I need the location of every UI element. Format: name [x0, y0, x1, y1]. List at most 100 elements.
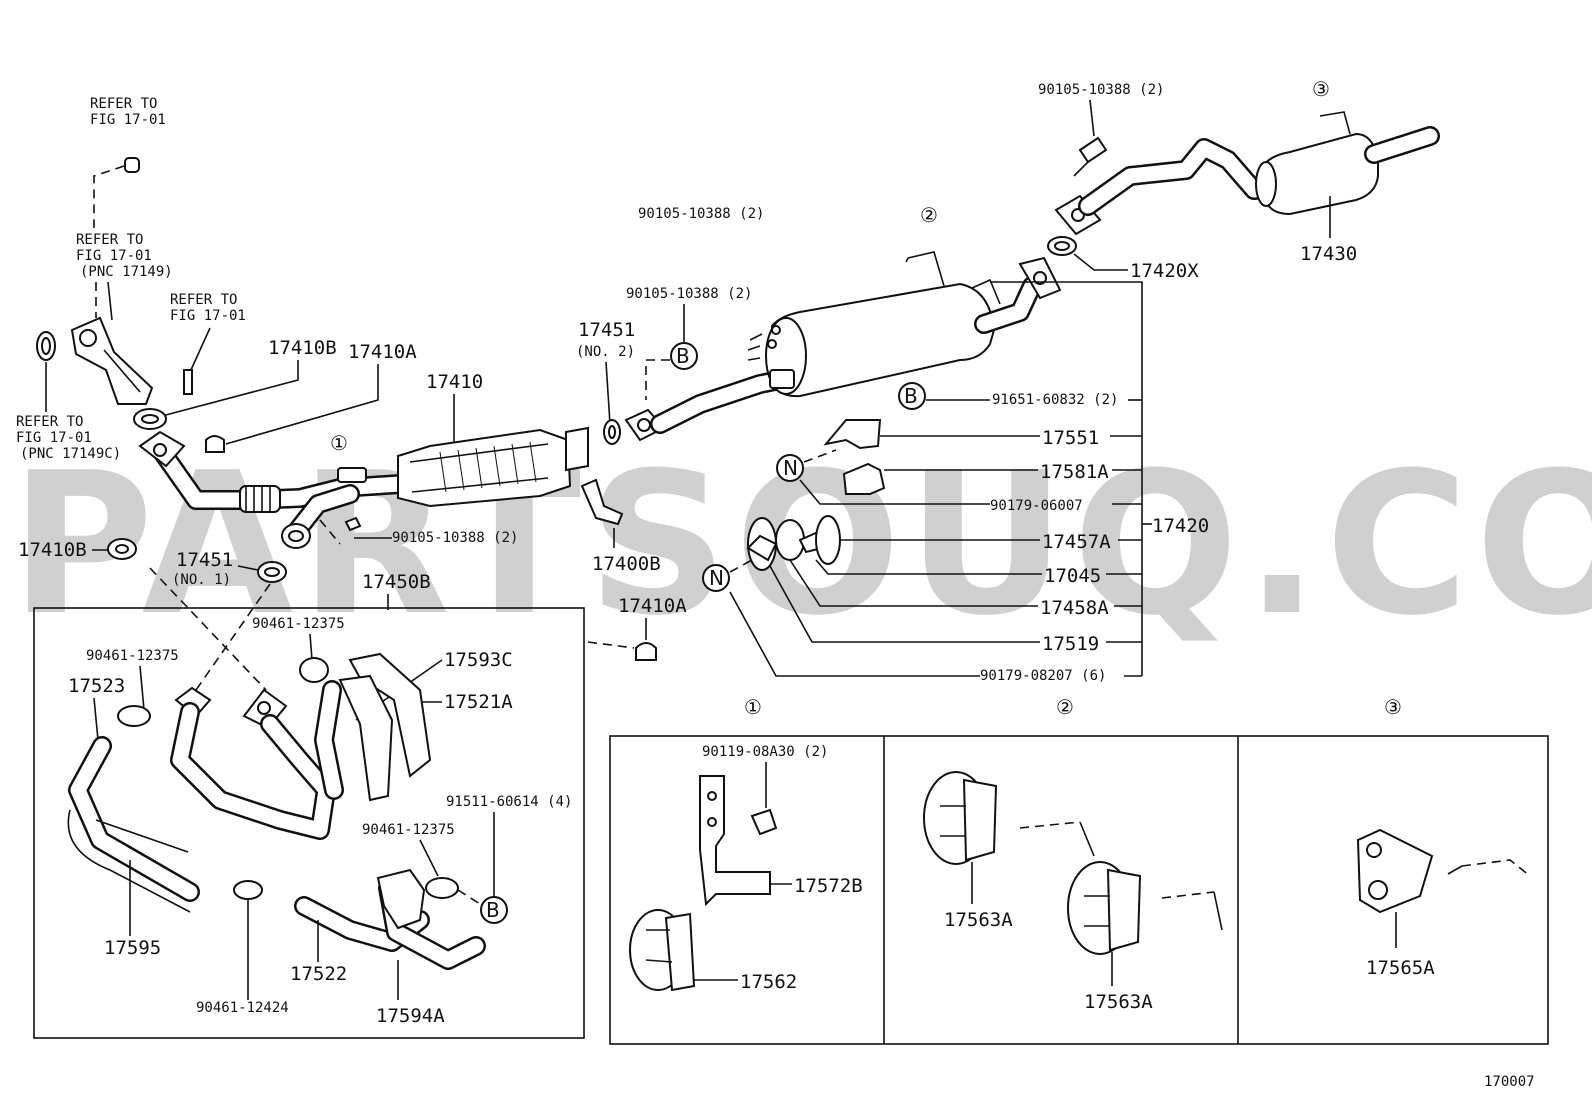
- leader-17420X: [1073, 253, 1128, 271]
- label-17593C: 17593C: [444, 649, 513, 671]
- gasket-nut-part: [124, 157, 140, 173]
- label-17457A: 17457A: [1042, 531, 1111, 553]
- label-17595: 17595: [104, 937, 161, 959]
- refer-left: REFER TO FIG 17-01 (PNC 17149C): [16, 414, 121, 462]
- gasket-17451-no2-hole: [608, 425, 616, 439]
- callout-2-box: ②: [1056, 695, 1074, 719]
- callout-1-box: ①: [744, 695, 762, 719]
- nut-17410A-part: [205, 435, 225, 453]
- leader-17045: [815, 559, 1042, 575]
- leader-17410B-top: [161, 360, 299, 417]
- hanger-17563A-b-part: [1067, 861, 1142, 955]
- leader-17458A: [789, 559, 1038, 607]
- label-90461-12375-b: 90461-12375: [86, 648, 179, 664]
- bracket-17420: [990, 281, 1143, 676]
- callout-b-2-text: B: [904, 384, 918, 408]
- bolt-right-shank: [1073, 161, 1089, 177]
- callout-n-1: [776, 454, 804, 482]
- hanger-17565A-part: [1356, 828, 1434, 914]
- refer-stud: REFER TO FIG 17-01: [170, 292, 246, 324]
- rod-b: [1213, 891, 1223, 931]
- leader-90461-12375-a: [309, 633, 313, 661]
- label-17522: 17522: [290, 963, 347, 985]
- label-17410A-top: 17410A: [348, 341, 417, 363]
- rod-b-dash: [1161, 891, 1215, 899]
- leader-17451-no1: [237, 565, 259, 571]
- label-17451-no1-sub: (NO. 1): [172, 572, 231, 588]
- detail-box-left: [33, 607, 585, 1039]
- label-90179-08207: 90179-08207 (6): [980, 668, 1106, 684]
- label-91651: 91651-60832 (2): [992, 392, 1118, 408]
- label-17400B: 17400B: [592, 553, 661, 575]
- gasket-left-hole: [41, 337, 51, 355]
- detail-box-right: [609, 735, 1549, 1045]
- label-90179-06007: 90179-06007: [990, 498, 1083, 514]
- label-17521A: 17521A: [444, 691, 513, 713]
- gasket-17410B-left-hole: [115, 544, 129, 554]
- tail-pipe-part: [1054, 111, 1440, 236]
- label-17410B-top: 17410B: [268, 337, 337, 359]
- leader-box-dash-2: [195, 583, 271, 691]
- label-17420: 17420: [1152, 515, 1209, 537]
- refer-mid: REFER TO FIG 17-01 (PNC 17149): [76, 232, 173, 280]
- refer-stud-line1: REFER TO: [170, 292, 237, 308]
- clamp-a-part: [299, 657, 329, 683]
- rod-c-dash: [1461, 859, 1531, 877]
- leader-b-1: [645, 359, 670, 400]
- leader-bolt-right: [1089, 99, 1095, 137]
- leader-17451-no2: [605, 361, 611, 425]
- stud-part: [183, 369, 193, 395]
- gasket-17457A-part: [815, 515, 841, 565]
- label-17450B: 17450B: [362, 571, 431, 593]
- refer-mid-line1: REFER TO: [76, 232, 143, 248]
- gasket-17420X-hole: [1054, 241, 1070, 251]
- gasket-17410B-hole: [141, 414, 159, 424]
- label-90461-12375-a: 90461-12375: [252, 616, 345, 632]
- diagram-code: 170007: [1484, 1074, 1535, 1090]
- label-17572B: 17572B: [794, 875, 863, 897]
- nut-17410A-mid-part: [635, 642, 657, 661]
- label-17563A-a: 17563A: [944, 909, 1013, 931]
- label-17562: 17562: [740, 971, 797, 993]
- label-bolt-top-mid: 90105-10388 (2): [626, 286, 752, 302]
- leader-17523: [93, 697, 99, 741]
- heat-insulator-17551-part: [823, 419, 882, 450]
- callout-2-main: ②: [920, 203, 938, 227]
- label-17420X: 17420X: [1130, 260, 1199, 282]
- label-17430: 17430: [1300, 243, 1357, 265]
- label-17410B-left: 17410B: [18, 539, 87, 561]
- leader-17519: [769, 565, 1040, 643]
- label-17458A: 17458A: [1040, 597, 1109, 619]
- plug-17581A-part: [842, 462, 886, 495]
- leader-refer-top: [93, 165, 125, 228]
- clamp-90461-12424-part: [233, 880, 263, 900]
- leader-n-2: [729, 559, 753, 573]
- rod-c: [1447, 865, 1463, 875]
- catalytic-converter-part: [397, 426, 589, 508]
- leader-90461-12375-c: [419, 839, 439, 877]
- refer-left-line2: FIG 17-01: [16, 430, 92, 446]
- label-17563A-b: 17563A: [1084, 991, 1153, 1013]
- callout-n-2: [702, 564, 730, 592]
- leader-refer-mid-2: [107, 281, 113, 321]
- callout-3-main: ③: [1312, 77, 1330, 101]
- refer-top: REFER TO FIG 17-01: [90, 96, 166, 128]
- callout-1-main: ①: [330, 431, 348, 455]
- bolt-90119-part: [750, 808, 778, 836]
- y-pipe-17594A-part: [294, 868, 486, 970]
- label-90119: 90119-08A30 (2): [702, 744, 828, 760]
- label-17451-no2: 17451: [578, 319, 635, 341]
- label-17551: 17551: [1042, 427, 1099, 449]
- label-17519: 17519: [1042, 633, 1099, 655]
- callout-b-1-text: B: [676, 344, 690, 368]
- leader-90179-08207: [729, 591, 980, 677]
- callout-n-1-text: N: [783, 456, 798, 480]
- label-90461-12424: 90461-12424: [196, 1000, 289, 1016]
- bolt-right-part: [1078, 136, 1108, 164]
- leader-refer-stud: [189, 327, 211, 373]
- rod-a: [1079, 821, 1095, 857]
- callout-n-2-text: N: [709, 566, 724, 590]
- rod-a-dash: [1019, 821, 1081, 829]
- label-17594A: 17594A: [376, 1005, 445, 1027]
